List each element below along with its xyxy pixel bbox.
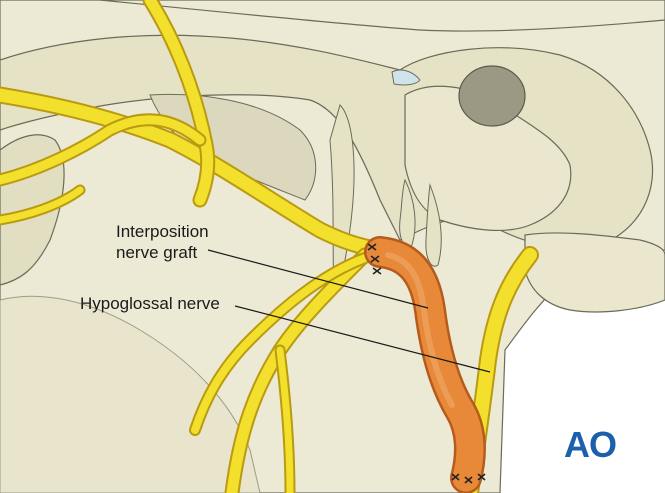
- leader-graft: [207, 249, 429, 309]
- label-graft-line1: Interposition: [116, 222, 209, 241]
- label-hypoglossal-nerve: Hypoglossal nerve: [80, 294, 220, 313]
- bone-prong-right: [425, 183, 442, 267]
- skull-top-edge: [99, 0, 665, 32]
- ao-logo: AO: [564, 424, 617, 465]
- joint-cartilage: [391, 69, 421, 86]
- bone-foramen: [458, 65, 526, 127]
- suture-icon: [367, 243, 486, 484]
- interposition-graft: [364, 236, 486, 493]
- facial-nerve: [0, 0, 379, 493]
- leader-hypoglossal: [234, 305, 491, 373]
- label-interposition-graft: Interposition nerve graft: [116, 221, 209, 263]
- label-graft-line2: nerve graft: [116, 243, 198, 262]
- occipital-condyle: [524, 232, 665, 313]
